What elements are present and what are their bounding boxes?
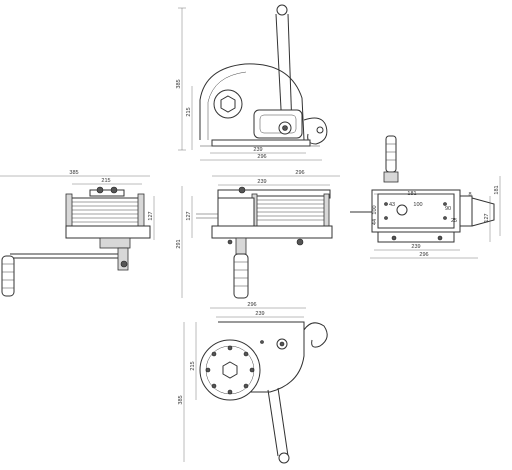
dim-181-plan: 181 (407, 191, 416, 197)
dim-215-left: 215 (101, 178, 110, 184)
gear-housing-front (217, 197, 255, 229)
dim-127-plan: 127 (484, 213, 490, 222)
crank-handle-front (233, 253, 249, 299)
dim-239-bottom: 239 (255, 311, 264, 317)
housing-cover (199, 63, 305, 141)
dim-385-left: 385 (69, 170, 78, 176)
dim-239-front: 239 (257, 179, 266, 185)
dim-385-top: 385 (176, 79, 182, 88)
dim-127-left: 127 (148, 211, 154, 220)
dim-44-plan: 44 (372, 219, 378, 225)
dim-215-top: 215 (186, 107, 192, 116)
crank-handle (1, 255, 15, 297)
dim-296-bottom: 296 (247, 302, 256, 308)
dim-181-plan-vert: 181 (494, 185, 500, 194)
top-view: 385 215 239 296 (176, 4, 328, 161)
dim-43-plan: 43 (389, 202, 395, 208)
base-frame (65, 225, 151, 239)
left-view: 385 215 127 (0, 170, 155, 297)
base-frame-front (211, 225, 333, 239)
dim-25-plan: 25 (451, 218, 457, 224)
front-view: 239 296 127 291 (176, 170, 340, 299)
dim-100-plan-b: 100 (372, 205, 378, 214)
base-plate-plan (377, 231, 455, 243)
dim-296-plan: 296 (419, 252, 428, 258)
dim-385-bottom: 385 (178, 395, 184, 404)
dim-100-plan: 100 (413, 202, 422, 208)
dim-8-plan: 8 (468, 192, 471, 198)
hex-nut-bottom (222, 361, 238, 379)
gear-plate (253, 109, 303, 139)
dim-239-plan: 239 (411, 244, 420, 250)
dim-90-plan: 90 (445, 206, 451, 212)
dim-296-front: 296 (295, 170, 304, 176)
cable-drum-front (253, 195, 327, 227)
bottom-view: 296 239 215 385 (178, 302, 328, 464)
dim-127-front: 127 (186, 211, 192, 220)
dim-296-top: 296 (257, 154, 266, 160)
handle-right (385, 135, 397, 173)
base-plate (211, 139, 311, 147)
hook-bottom (303, 322, 328, 348)
dim-215-bottom: 215 (190, 361, 196, 370)
dim-291-front: 291 (176, 239, 182, 248)
right-view: 181 43 100 90 25 44 100 8 181 127 239 29… (350, 135, 501, 259)
crank-bottom-pivot (278, 452, 290, 464)
hex-nut (220, 95, 236, 113)
dim-239-top: 239 (253, 147, 262, 153)
hook-plan (471, 197, 495, 227)
crank-top-pivot (276, 4, 288, 16)
